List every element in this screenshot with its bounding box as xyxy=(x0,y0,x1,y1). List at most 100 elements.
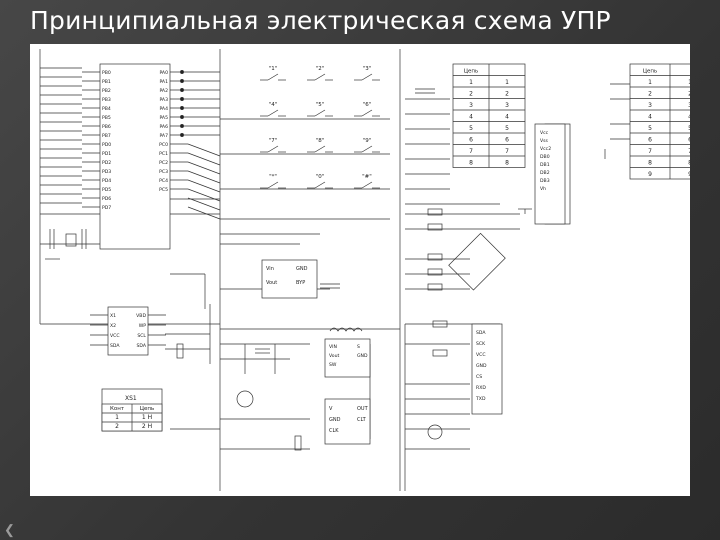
module-pin-label: SCK xyxy=(476,341,486,347)
xs1-title: XS1 xyxy=(125,395,137,402)
keypad-switch xyxy=(267,109,279,117)
mcu-chip-pin-label: PA3 xyxy=(159,97,168,103)
mcu-chip-pin-label: PA0 xyxy=(159,70,168,76)
switcher-pin-label: SW xyxy=(329,362,337,368)
lcd-pin-label: DB2 xyxy=(540,170,550,176)
mcu-chip-pin-label: PA7 xyxy=(159,133,168,139)
timer-pin-label: OUT xyxy=(357,406,369,412)
crystal-symbol xyxy=(65,233,77,247)
pinout-table-1-cell: 4 xyxy=(469,114,473,121)
bus-tap xyxy=(187,206,221,220)
buzzer-symbol xyxy=(236,390,254,408)
inductor xyxy=(329,327,363,332)
slide-title: Принципиальная электрическая схема УПР xyxy=(30,6,611,35)
resistor xyxy=(432,349,448,357)
mcu-chip-pin-label: PC4 xyxy=(159,178,168,184)
keypad-switch xyxy=(314,145,326,153)
mcu-chip-pin-label: PA2 xyxy=(159,88,168,94)
keypad-switch xyxy=(361,181,373,189)
rtc-chip-pin-label: SCL xyxy=(137,333,146,339)
mcu-chip-pin-label: PC0 xyxy=(159,142,168,148)
mcu-chip-pin-label: PB3 xyxy=(102,97,111,103)
keypad-key-label: "#" xyxy=(362,174,372,180)
mcu-chip xyxy=(99,63,171,250)
pinout-table-1-cell: 7 xyxy=(505,148,509,155)
module-pin-label: TXD xyxy=(475,396,486,402)
pinout-table-2-cell: 2 xyxy=(648,91,652,98)
pinout-table-2-cell: 7 xyxy=(688,148,690,155)
pinout-table-1-cell: 2 xyxy=(469,91,473,98)
resistor xyxy=(427,268,443,276)
mcu-chip-pin-label: PD3 xyxy=(102,169,111,175)
regulator-pin-label: Vin xyxy=(266,266,274,272)
switcher-pin-label: S xyxy=(357,344,360,350)
xs1-table-grid-cell: 2 Н xyxy=(142,423,152,430)
lcd-pin-label: DB1 xyxy=(540,162,550,168)
xs1-table-grid-header: Конт xyxy=(110,406,125,412)
keypad-key-label: "4" xyxy=(269,102,278,108)
keypad-key-label: "6" xyxy=(363,102,372,108)
junction-dot xyxy=(180,106,184,110)
switcher-pin-label: GND xyxy=(357,353,368,359)
keypad-switch xyxy=(314,109,326,117)
lcd-pin-label: DB0 xyxy=(540,154,550,160)
resistor xyxy=(427,253,443,261)
resistor xyxy=(427,223,443,231)
junction-dot xyxy=(180,124,184,128)
rtc-chip-pin-label: SDA xyxy=(136,343,146,349)
bus-tap xyxy=(187,152,221,166)
mcu-chip-pin-label: PC2 xyxy=(159,160,168,166)
pinout-table-2-cell: 1 xyxy=(648,79,652,86)
pinout-table-2-cell: 3 xyxy=(688,102,690,109)
resistor xyxy=(432,320,448,328)
bus-tap xyxy=(187,188,221,202)
keypad-key-label: "7" xyxy=(269,138,278,144)
rtc-chip-pin-label: SDA xyxy=(110,343,120,349)
mcu-chip-pin-label: PB7 xyxy=(102,133,111,139)
mcu-chip-pin-label: PC3 xyxy=(159,169,168,175)
timer-pin-label: CLT xyxy=(357,417,367,423)
lcd-pin-label: Vcc2 xyxy=(540,146,551,152)
lcd-pin-label: Vcc xyxy=(540,130,549,136)
mcu-chip-pin-label: PA4 xyxy=(159,106,168,112)
timer-pin-label: GND xyxy=(329,417,341,423)
pinout-table-1-cell: 3 xyxy=(505,102,509,109)
mcu-chip-pin-label: PA6 xyxy=(159,124,168,130)
pinout-table-1-cell: 2 xyxy=(505,91,509,98)
pinout-table-2-cell: 9 xyxy=(648,171,652,178)
resistor xyxy=(294,435,302,451)
pinout-table-2-cell: 6 xyxy=(648,137,652,144)
xs1-table-grid-cell: 1 xyxy=(115,414,119,421)
pinout-table-2-cell: 2 xyxy=(688,91,690,98)
switcher-pin-label: VIN xyxy=(329,344,337,350)
rtc-chip-pin-label: WP xyxy=(139,323,147,329)
mcu-chip-pin-label: PD2 xyxy=(102,160,111,166)
mcu-chip-pin-label: PC1 xyxy=(159,151,168,157)
mcu-chip-pin-label: PD5 xyxy=(102,187,111,193)
rtc-chip-pin-label: X1 xyxy=(110,313,116,319)
regulator-pin-label: Vout xyxy=(266,280,277,286)
pinout-table-1-cell: 5 xyxy=(505,125,509,132)
resistor xyxy=(176,343,184,359)
mcu-chip-pin-label: PB1 xyxy=(102,79,111,85)
regulator-pin-label: BYP xyxy=(296,280,305,286)
resistor xyxy=(427,283,443,291)
junction-dot xyxy=(180,97,184,101)
pinout-table-2-cell: 8 xyxy=(648,160,652,167)
pinout-table-2-cell: 1 xyxy=(688,79,690,86)
xs1-table-grid-cell: 1 Н xyxy=(142,414,152,421)
mcu-chip-pin-label: PB0 xyxy=(102,70,111,76)
timer-pin-label: V xyxy=(329,406,333,412)
pinout-table-2-cell: 6 xyxy=(688,137,690,144)
bus-tap xyxy=(187,161,221,175)
keypad-key-label: "8" xyxy=(316,138,325,144)
pinout-table-1-cell: 1 xyxy=(505,79,509,86)
module-chip xyxy=(471,323,503,415)
lcd-connector xyxy=(534,123,566,225)
junction-dot xyxy=(180,88,184,92)
module-pin-label: CS xyxy=(476,374,482,380)
pinout-table-2-cell: 4 xyxy=(648,114,652,121)
pinout-table-2-cell: 8 xyxy=(688,160,690,167)
switcher-pin-label: Vout xyxy=(329,353,340,359)
